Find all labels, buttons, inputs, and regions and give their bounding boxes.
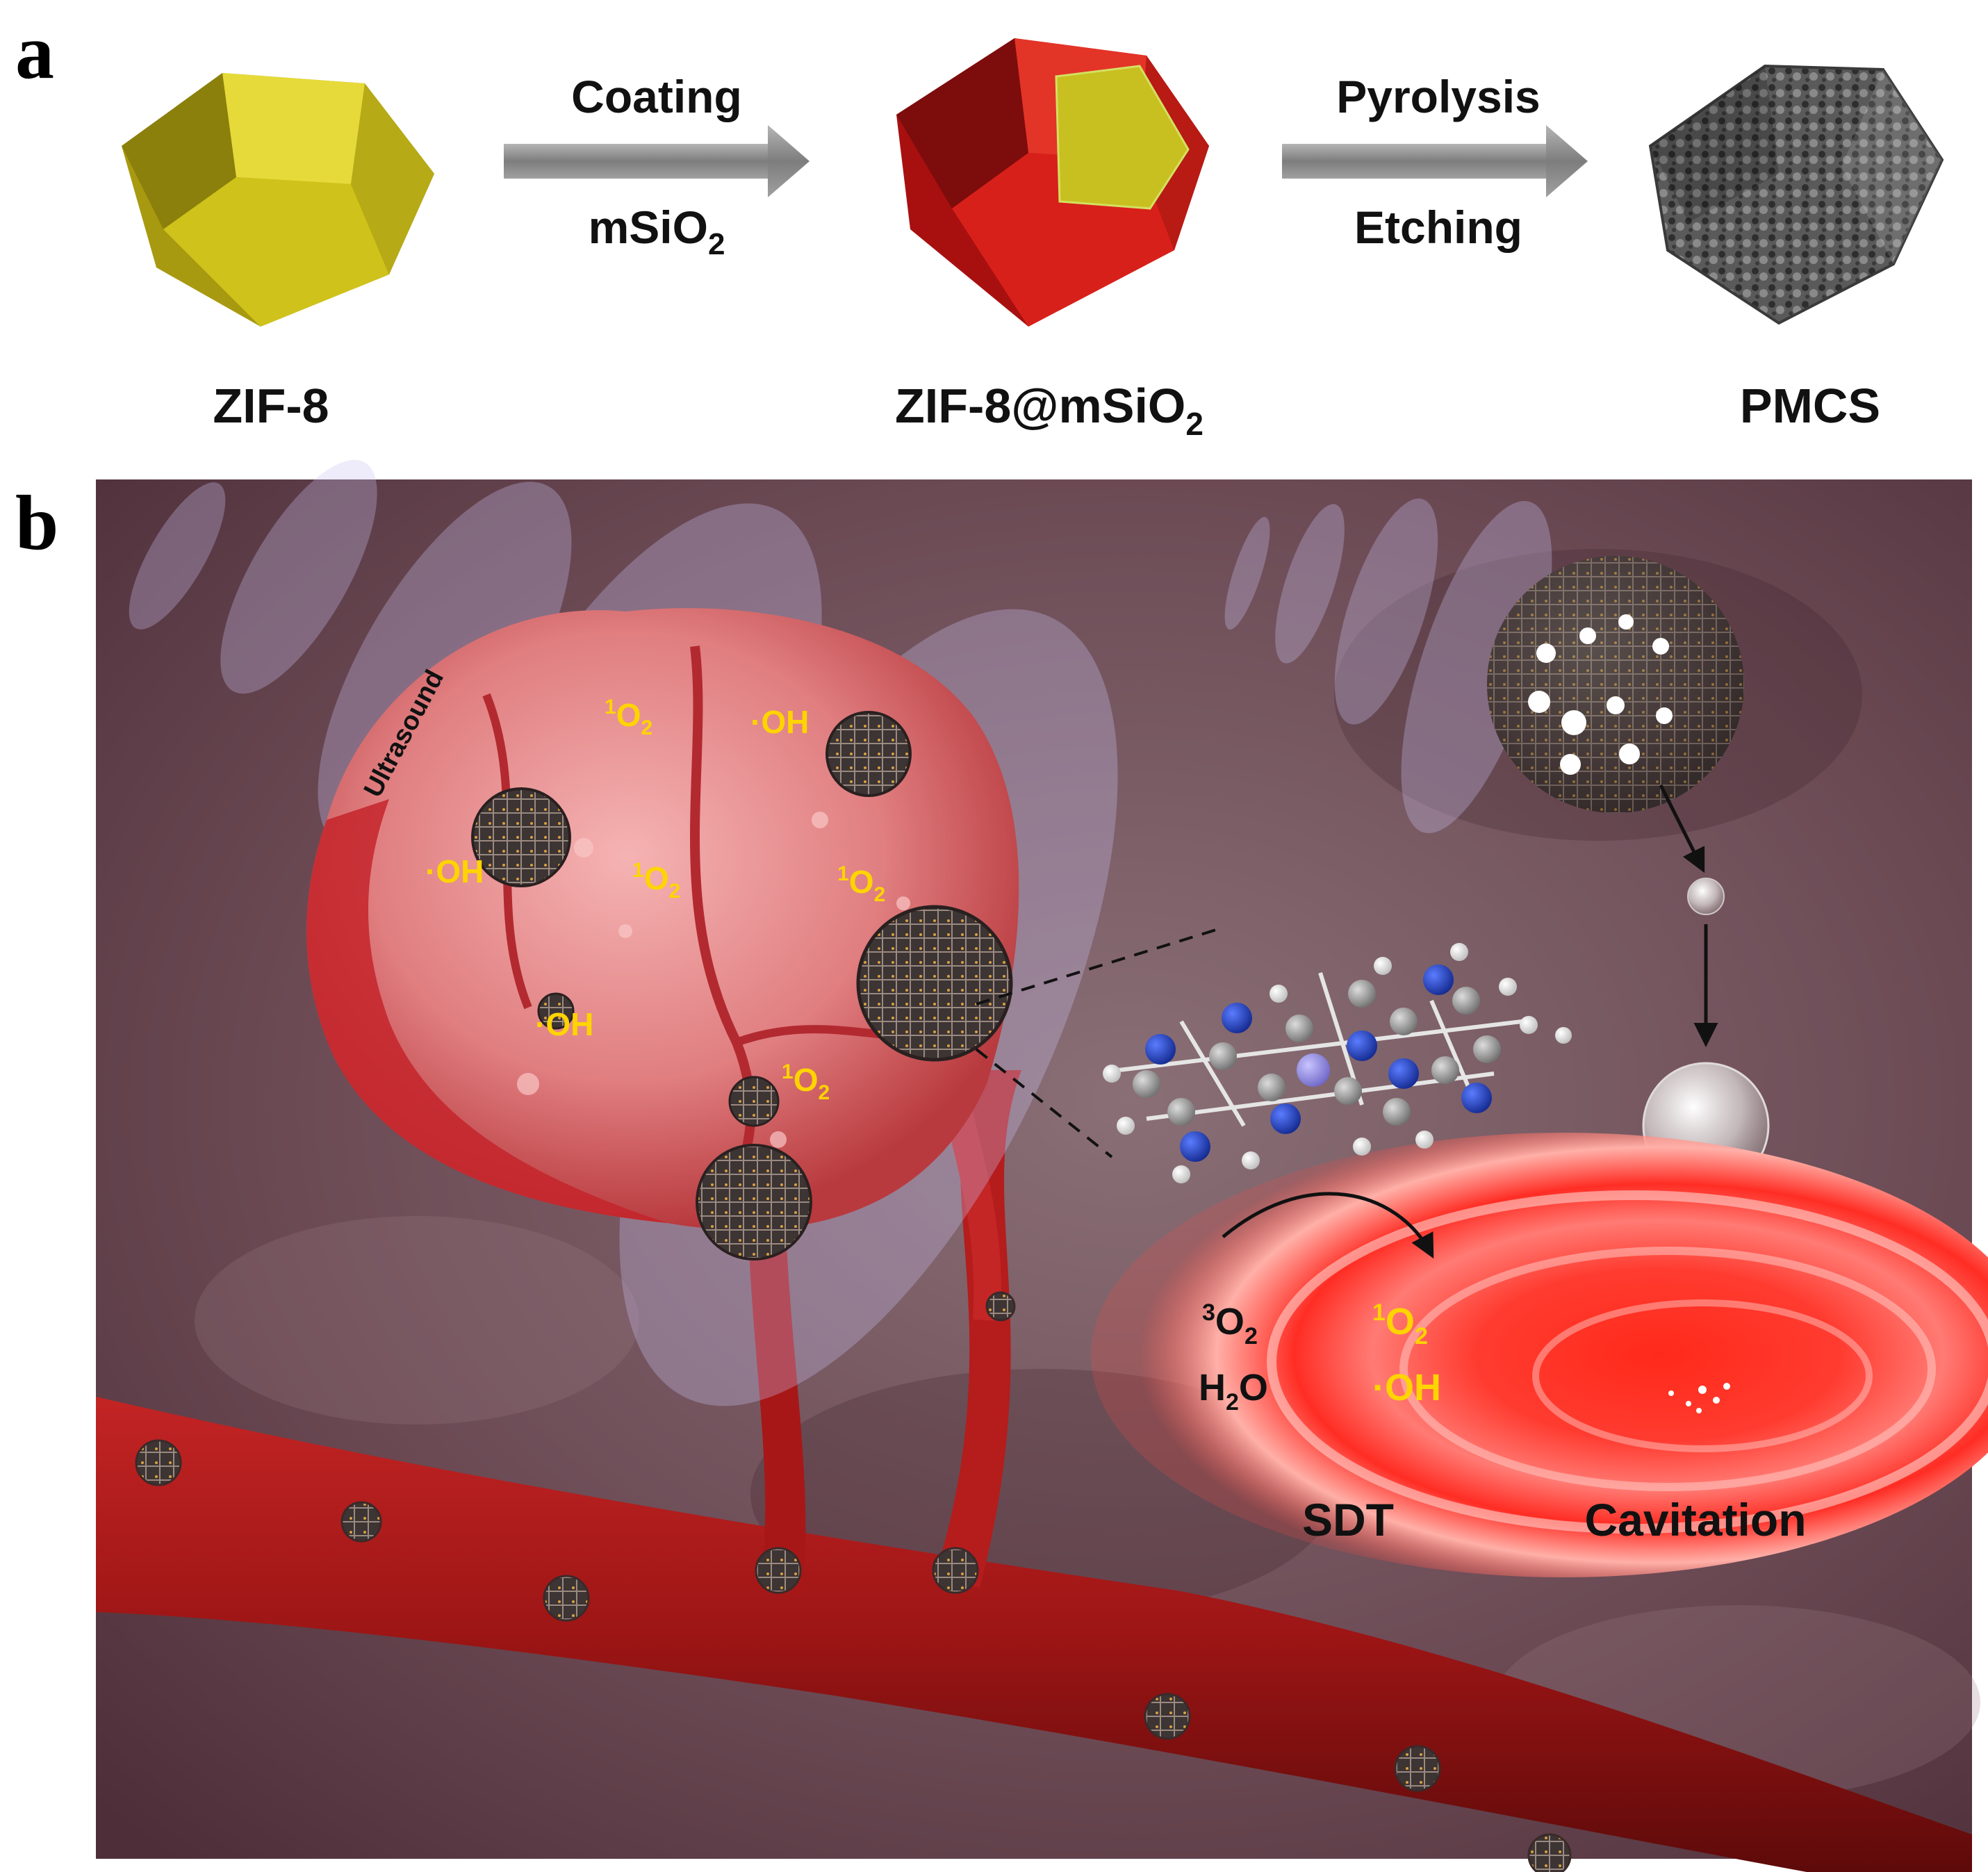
zoom-lines — [975, 926, 1224, 1158]
triplet-oxygen-label: 3O2 — [1202, 1299, 1258, 1349]
pyrolysis-label: Pyrolysis — [1336, 71, 1541, 122]
zif8-msio2-label: ZIF-8@mSiO2 — [895, 379, 1204, 442]
panel-a-label: a — [15, 9, 54, 95]
molecule-structure — [1103, 943, 1572, 1183]
pmcs-label: PMCS — [1740, 379, 1880, 433]
hydroxyl-label-1: ·OH — [750, 704, 809, 740]
reactant-labels: 3O2 H2O — [1199, 1299, 1268, 1415]
etching-label: Etching — [1354, 202, 1522, 253]
cavitation-label: Cavitation — [1584, 1494, 1806, 1545]
singlet-oxygen-label-3: 1O2 — [837, 862, 885, 906]
coating-arrow — [504, 125, 810, 197]
panel-b: b — [15, 459, 1988, 1872]
ros-labels: 1O2 ·OH ·OH 1O2 1O2 ·OH 1O2 1O2 ·OH — [425, 696, 1441, 1409]
singlet-oxygen-label-2: 1O2 — [632, 859, 680, 903]
singlet-oxygen-label-1: 1O2 — [605, 696, 652, 739]
sdt-ripple-field — [1091, 1133, 1988, 1577]
singlet-oxygen-label-5: 1O2 — [1372, 1299, 1428, 1349]
zif8-msio2-crystal — [896, 38, 1209, 327]
zif8-crystal — [122, 73, 434, 327]
reaction-arrow — [1222, 1192, 1434, 1259]
sdt-label: SDT — [1302, 1494, 1394, 1545]
hydroxyl-label-2: ·OH — [425, 853, 484, 889]
hydroxyl-label-4: ·OH — [1372, 1367, 1441, 1409]
zif8-label: ZIF-8 — [213, 379, 329, 433]
nanoparticle-spheres — [471, 711, 1013, 1261]
water-label: H2O — [1199, 1367, 1268, 1415]
msio2-label: mSiO2 — [589, 202, 725, 261]
panel-a: a Coating mSiO2 Pyr — [15, 9, 1944, 442]
vessel-particles — [135, 1291, 1572, 1872]
pyrolysis-arrow — [1282, 125, 1588, 197]
coating-label: Coating — [571, 71, 742, 122]
panel-b-label: b — [15, 480, 58, 566]
pmcs-sphere-large — [1487, 556, 1744, 813]
small-bubble — [1687, 878, 1725, 915]
hydroxyl-label-3: ·OH — [535, 1006, 593, 1042]
pmcs-particle — [1648, 64, 1944, 325]
singlet-oxygen-label-4: 1O2 — [782, 1060, 830, 1104]
